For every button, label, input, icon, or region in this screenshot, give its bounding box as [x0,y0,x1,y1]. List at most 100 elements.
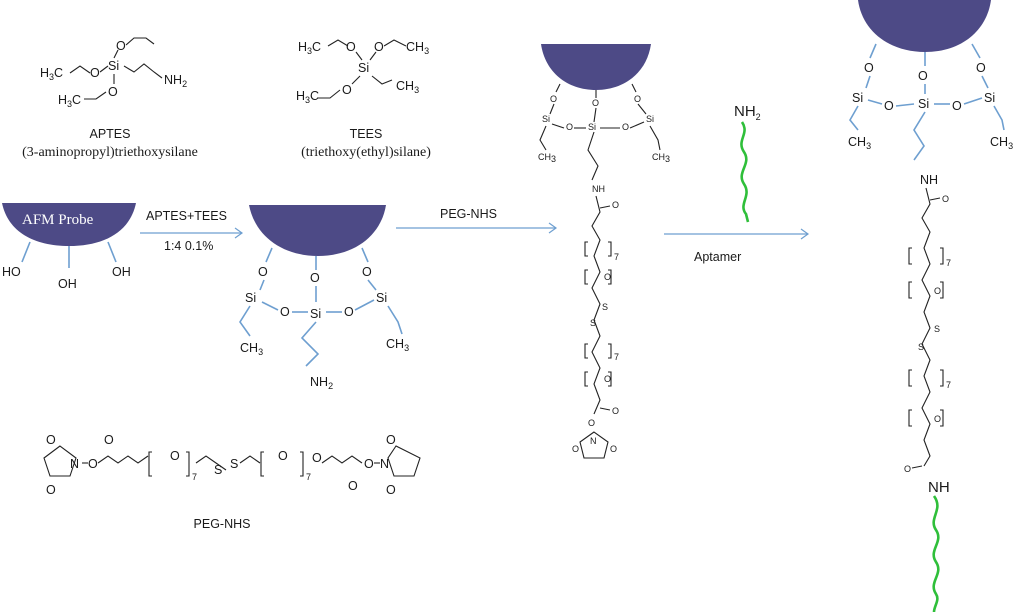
peg-nhs-structure: O O N O O O 7 S S O 7 O O O N O O PEG-NH… [43,433,421,531]
final-nh-amide: NH [928,479,950,496]
peg-o-chain2: O [604,374,611,384]
peg-nh: NH [592,184,605,194]
final-carbonyl-o1: O [942,194,949,204]
pegnhs-o-right-top: O [386,433,396,447]
free-aptamer: NH2 [734,103,761,223]
final-nh-top: NH [920,173,938,187]
sil-nh2: NH2 [310,375,333,391]
aptes-o3: O [108,85,118,99]
pegnhs-o-left-ester: O [88,457,98,471]
pegnhs-o-left-top: O [46,433,56,447]
final-si1: Si [852,91,863,105]
afm-probe-tip [2,203,136,246]
peg-s1: S [602,302,608,312]
tees-full-name: (triethoxy(ethyl)silane) [301,145,431,160]
step1-arrow: APTES+TEES 1:4 0.1% [140,209,244,253]
step2-arrow: PEG-NHS [396,207,558,234]
step1-ratio: 1:4 0.1% [164,239,213,253]
peg-linked-probe: O O O Si Si Si O O CH3 CH3 NH O 7 O S S … [538,44,670,459]
step3-arrow: Aptamer [664,228,810,264]
aptes-structure: H3C O Si O O H3C NH2 APTES (3-aminopropy… [22,37,198,160]
peg-o3: O [634,94,641,104]
pegnhs-n-right: N [380,457,389,471]
step3-reagent: Aptamer [694,250,741,264]
probe-oh-right: OH [112,265,131,279]
final-ch3-2: CH3 [990,135,1013,151]
sil-ch3-left: CH3 [240,341,263,357]
peg-o1: O [550,94,557,104]
pegnhs-s2: S [230,457,238,471]
final-o3: O [976,61,986,75]
peg-rep1: 7 [614,252,619,262]
step2-reagent: PEG-NHS [440,207,497,221]
aptamer-nh2: NH2 [734,103,761,122]
final-s2: S [918,342,924,352]
tees-ch3-1: CH3 [406,40,429,56]
peg-si1: Si [542,114,550,124]
pegnhs-o-left-bottom: O [46,483,56,497]
peg-si2: Si [588,122,596,132]
peg-ch3-2: CH3 [652,152,670,164]
pegnhs-rep-left: 7 [192,472,197,482]
pegnhs-o-chain-left: O [170,449,180,463]
silanized-probe: O O O Si Si Si O O CH3 CH3 NH2 [239,205,409,391]
final-o-chain2: O [934,414,941,424]
sil-o-right: O [362,265,372,279]
sil-o-left: O [258,265,268,279]
tees-si: Si [358,61,369,75]
final-aptamer-probe: O O O Si Si Si O O CH3 CH3 NH O 7 O S S … [848,0,1013,613]
peg-ch3-1: CH3 [538,152,556,164]
final-o4: O [884,99,894,113]
sil-o-bridge-right: O [344,305,354,319]
aptes-full-name: (3-aminopropyl)triethoxysilane [22,145,198,160]
step1-reagent: APTES+TEES [146,209,227,223]
final-o-chain1: O [934,286,941,296]
sil-ch3-right: CH3 [386,337,409,353]
peg-o2: O [592,98,599,108]
peg-si3: Si [646,114,654,124]
tees-o1: O [346,40,356,54]
peg-ester-o2: O [588,418,595,428]
pegnhs-rep-right: 7 [306,472,311,482]
final-si2: Si [918,97,929,111]
probe-oh-middle: OH [58,277,77,291]
pegnhs-o-right-bottom: O [386,483,396,497]
peg-o4: O [566,122,573,132]
pegnhs-o-carbonyl-right: O [348,479,358,493]
afm-probe-label: AFM Probe [22,212,94,228]
final-o1: O [864,61,874,75]
peg-o-chain1: O [604,272,611,282]
peg-nhs-o1: O [572,444,579,454]
tees-name: TEES [350,127,383,141]
final-rep1: 7 [946,258,951,268]
sil-o-bridge-left: O [280,305,290,319]
pegnhs-o-carbonyl-left: O [104,433,114,447]
tees-ch3-2: CH3 [396,79,419,95]
final-o2: O [918,69,928,83]
peg-s2: S [590,318,596,328]
aptamer-strand [740,121,750,223]
sil-si-mid: Si [310,307,321,321]
aptes-name: APTES [90,127,131,141]
final-aptamer-strand [932,495,940,613]
pegnhs-o-right-ether: O [312,451,322,465]
tees-h3c-2: H3C [296,89,319,105]
aptes-o2: O [116,39,126,53]
sil-o-mid: O [310,271,320,285]
peg-probe-tip [541,44,651,90]
peg-carbonyl-o: O [612,200,619,210]
tees-structure: H3C O Si O CH3 O H3C CH3 TEES (triethoxy… [296,39,431,160]
pegnhs-n-left: N [70,457,79,471]
aptes-si: Si [108,59,119,73]
peg-nhs-name: PEG-NHS [194,517,251,531]
bare-afm-probe: AFM Probe HO OH OH [2,203,136,291]
peg-nhs-n: N [590,436,597,446]
tees-h3c-1: H3C [298,40,321,56]
aptes-o1: O [90,66,100,80]
aptes-h3c-label: H3C [40,66,63,82]
sil-si-left: Si [245,291,256,305]
final-amide-o: O [904,464,911,474]
pegnhs-s1: S [214,463,222,477]
aptes-nh2: NH2 [164,73,187,89]
